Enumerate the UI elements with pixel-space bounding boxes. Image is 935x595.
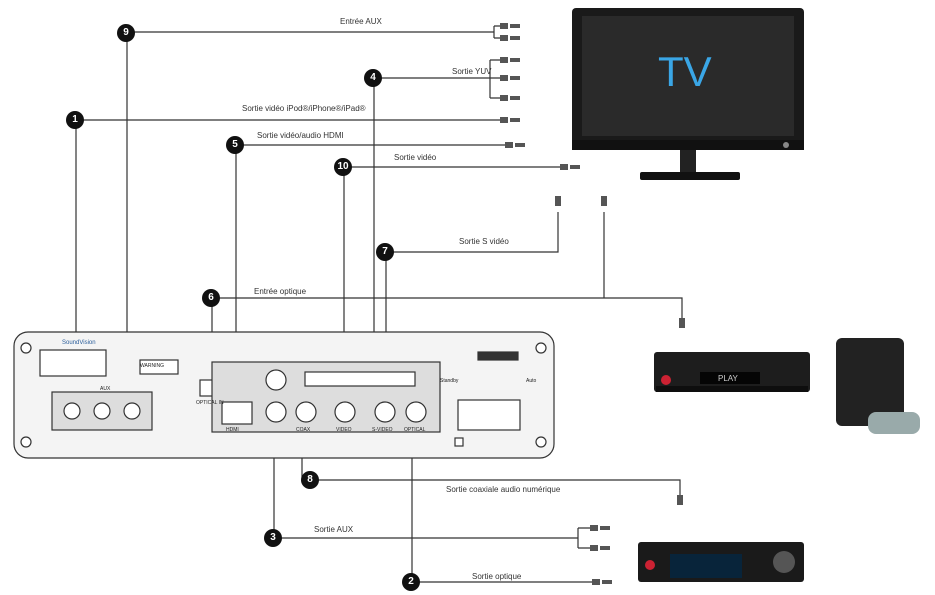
callout-10: 10	[334, 158, 352, 176]
dvd-player-icon	[654, 352, 810, 392]
panel-standby: Standby	[440, 378, 459, 384]
panel-optical-in: OPTICAL IN	[196, 400, 224, 406]
panel-s-video: S-VIDEO	[372, 427, 393, 433]
game-console-icon	[836, 338, 920, 434]
callout-3: 3	[264, 529, 282, 547]
callout-4: 4	[364, 69, 382, 87]
panel-optical: OPTICAL	[404, 427, 426, 433]
label-video-out: Sortie vidéo	[394, 153, 437, 162]
label-coax-out: Sortie coaxiale audio numérique	[446, 485, 561, 494]
line-optical-in	[211, 297, 683, 338]
panel-video: VIDEO	[336, 427, 352, 433]
panel-warning: WARNING	[140, 363, 164, 369]
callout-5: 5	[226, 136, 244, 154]
line-svideo	[385, 212, 559, 405]
callout-6: 6	[202, 289, 220, 307]
label-yuv-out: Sortie YUV	[452, 67, 492, 76]
callout-9: 9	[117, 24, 135, 42]
label-aux-in: Entrée AUX	[340, 17, 382, 26]
brand-logo: SoundVision	[62, 340, 96, 346]
panel-coax: COAX	[296, 427, 311, 433]
panel-hdmi: HDMI	[226, 427, 239, 433]
label-aux-out: Sortie AUX	[314, 525, 354, 534]
line-aux-in	[126, 31, 494, 360]
tv-icon	[572, 8, 804, 180]
panel-aux: AUX	[100, 386, 111, 392]
panel-auto: Auto	[526, 378, 537, 384]
label-ipod-video-out: Sortie vidéo iPod®/iPhone®/iPad®	[242, 104, 366, 113]
callout-8: 8	[301, 471, 319, 489]
player-display: PLAY	[718, 374, 738, 383]
amplifier-icon	[638, 542, 804, 582]
label-optical-out: Sortie optique	[472, 572, 522, 581]
callout-1: 1	[66, 111, 84, 129]
tv-label: TV	[658, 48, 712, 95]
label-svideo-out: Sortie S vidéo	[459, 237, 509, 246]
rear-panel	[13, 331, 555, 459]
callout-7: 7	[376, 243, 394, 261]
callout-2: 2	[402, 573, 420, 591]
label-hdmi-out: Sortie vidéo/audio HDMI	[257, 131, 344, 140]
plug-icons	[500, 23, 685, 585]
label-optical-in: Entrée optique	[254, 287, 307, 296]
